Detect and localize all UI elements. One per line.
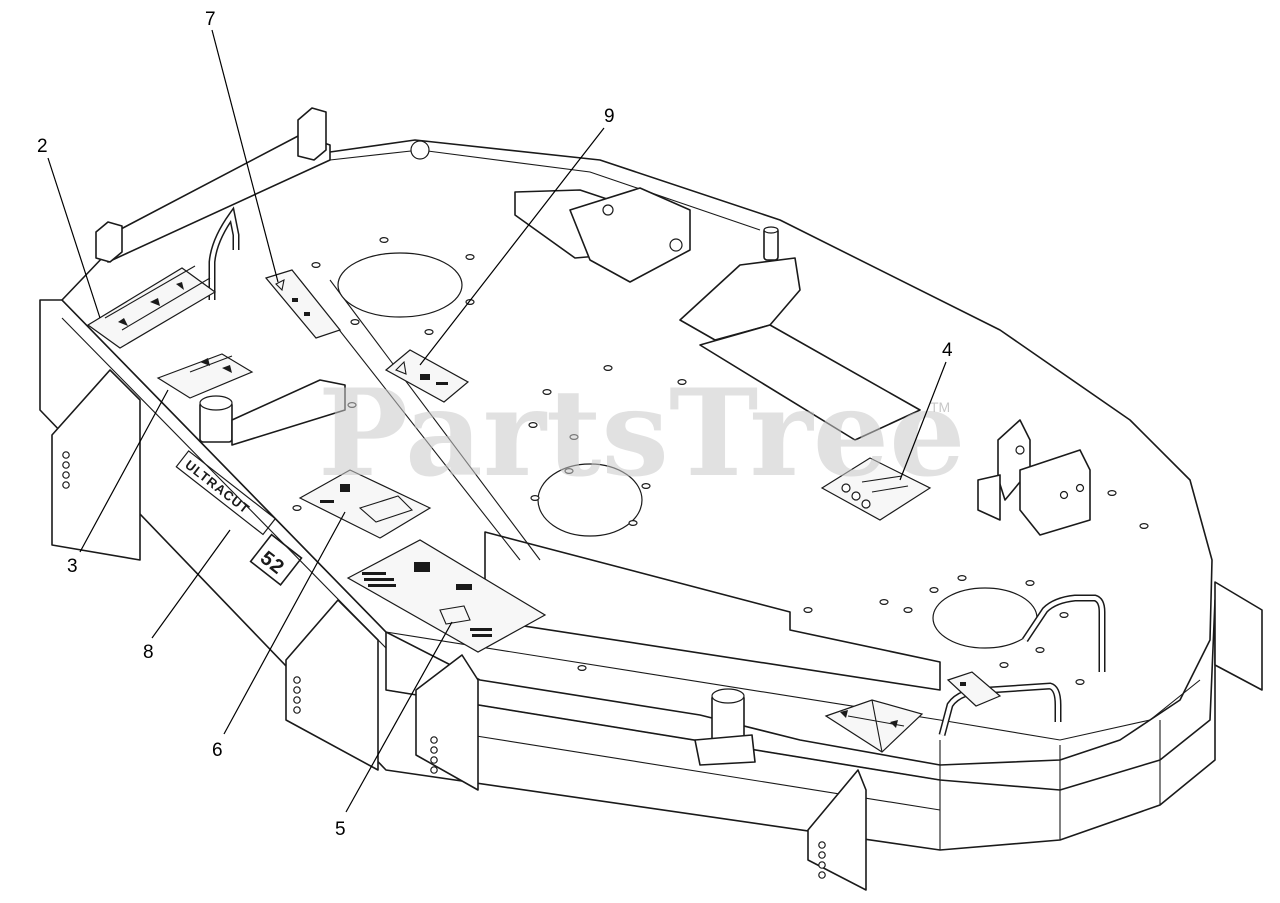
leader-4 — [899, 361, 947, 481]
callout-numbers: 2 3 4 5 6 7 8 9 — [37, 9, 953, 840]
brackets — [51, 107, 1263, 891]
callout-5: 5 — [335, 819, 346, 840]
pivot-sleeve-front — [694, 688, 756, 766]
leader-6 — [223, 511, 346, 735]
callout-7: 7 — [205, 9, 216, 30]
mounting-holes — [292, 237, 1149, 685]
decal-5 — [346, 539, 547, 653]
leader-8 — [151, 529, 231, 639]
decal-rear-right — [946, 671, 1002, 707]
decal-6 — [298, 469, 432, 539]
callout-3: 3 — [67, 556, 78, 577]
spindle-openings — [337, 140, 1038, 649]
callout-6: 6 — [212, 740, 223, 761]
watermark-text: PartsTree — [318, 363, 965, 504]
callout-2: 2 — [37, 136, 48, 157]
watermark-trademark: TM — [930, 399, 950, 415]
bail-handles — [208, 167, 1106, 736]
pivot-sleeve-left — [199, 379, 346, 446]
leader-7 — [211, 29, 279, 283]
callout-9: 9 — [604, 106, 615, 127]
leader-5 — [345, 621, 453, 813]
decal-9 — [384, 349, 470, 403]
decal-7 — [264, 269, 342, 339]
decal-4 — [820, 457, 932, 521]
callout-8: 8 — [143, 642, 154, 663]
callout-leaders — [47, 29, 947, 813]
leader-9 — [419, 127, 605, 366]
decal-3 — [156, 353, 254, 399]
decal-2 — [86, 265, 217, 349]
callout-4: 4 — [942, 340, 953, 361]
leader-2 — [47, 157, 101, 319]
decal-front-right — [824, 699, 924, 753]
leader-3 — [79, 389, 169, 553]
watermark: PartsTree TM — [318, 363, 965, 504]
